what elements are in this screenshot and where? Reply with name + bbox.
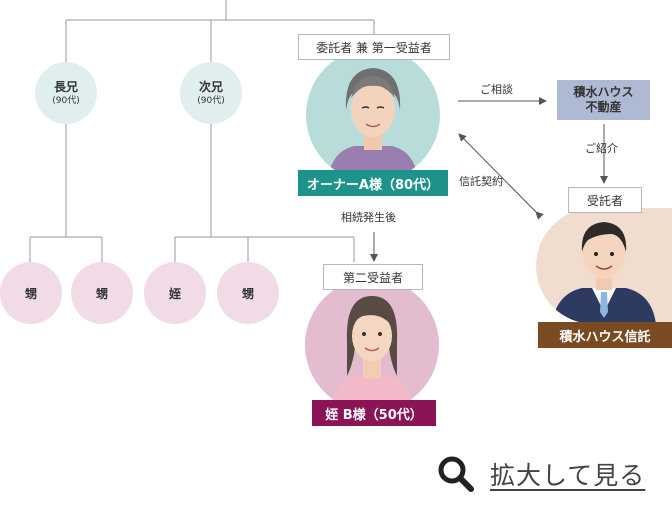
- heir-name-band: 姪 B様（50代）: [312, 400, 436, 426]
- nephew-3: 甥: [217, 262, 279, 324]
- elderly-woman-icon: [328, 68, 418, 182]
- owner-portrait: [306, 48, 440, 182]
- trust-contract-label: 信託契約: [459, 175, 503, 188]
- heir-role-label: 第二受益者: [323, 264, 423, 290]
- sibling-age: (90代): [197, 95, 225, 106]
- woman-icon: [331, 296, 413, 412]
- search-icon: [438, 456, 474, 492]
- nephew-1: 甥: [0, 262, 62, 324]
- businessman-icon: [552, 222, 656, 324]
- company-name-line1: 積水ハウス: [573, 85, 634, 99]
- introduce-label: ご紹介: [585, 142, 618, 155]
- nephew-2: 甥: [71, 262, 133, 324]
- company-box-sekisui-realestate: 積水ハウス 不動産: [557, 80, 650, 120]
- trust-contract-arrow: [458, 133, 544, 220]
- owner-name-band: オーナーA様（80代）: [298, 170, 448, 196]
- company-name-line2: 不動産: [585, 100, 622, 114]
- sibling-name: 長兄: [53, 79, 78, 94]
- sibling-elder-brother: 長兄 (90代): [35, 62, 97, 124]
- sibling-name: 次兄: [198, 79, 223, 94]
- niece-1: 姪: [144, 262, 206, 324]
- trustee-role-label: 受託者: [568, 187, 642, 213]
- trustee-name-band: 積水ハウス信託: [538, 322, 672, 348]
- sibling-second-brother: 次兄 (90代): [180, 62, 242, 124]
- owner-role-label: 委託者 兼 第一受益者: [298, 34, 450, 60]
- sibling-age: (90代): [52, 95, 80, 106]
- consult-label: ご相談: [480, 83, 513, 96]
- zoom-link[interactable]: 拡大して見る: [436, 452, 668, 496]
- after-inheritance-label: 相続発生後: [341, 211, 396, 224]
- heir-portrait: [305, 278, 439, 412]
- trustee-portrait: [536, 208, 672, 324]
- zoom-label: 拡大して見る: [490, 461, 646, 490]
